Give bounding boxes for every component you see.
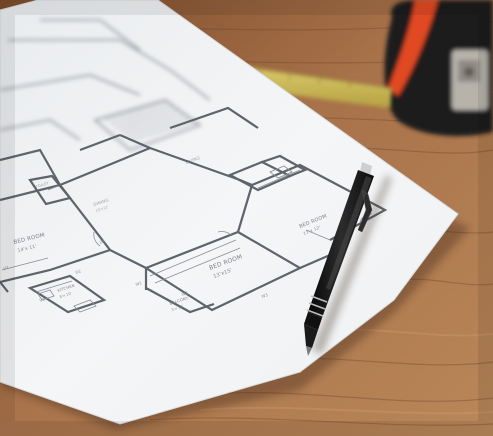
label-bedroom-left-size: 14'x 11': [17, 243, 37, 254]
label-dining: DINING: [93, 197, 110, 207]
label-toilet: TOILET: [34, 181, 50, 189]
label-living: LIVING: [185, 155, 201, 165]
label-balcony-size: 5'x 10': [171, 304, 184, 312]
tag-w3: W3: [261, 292, 269, 299]
tag-w2: W2: [181, 290, 189, 297]
pen-shadow: [312, 175, 392, 354]
label-kitchen: KITCHEN: [57, 283, 76, 293]
label-balcony: BALCONY: [169, 295, 190, 306]
label-dining-size: 10'x12': [95, 205, 109, 213]
tag-v1: V1: [3, 264, 10, 271]
floor-plan-paper: [0, 0, 459, 425]
tag-w1: W1: [135, 280, 143, 287]
tag-d1: D1: [99, 238, 106, 245]
floor-plan-details: [1, 165, 373, 313]
tag-d2: D2: [75, 268, 82, 275]
plan-upper-blurred: [0, 19, 211, 151]
mechanical-pencil: [304, 162, 374, 356]
tag-v2: V2: [39, 296, 46, 303]
label-bedroom-right-size: 11'x 12': [303, 224, 322, 236]
label-kitchen-size: 8'x 10': [59, 291, 72, 299]
tape-measure: [384, 0, 493, 137]
